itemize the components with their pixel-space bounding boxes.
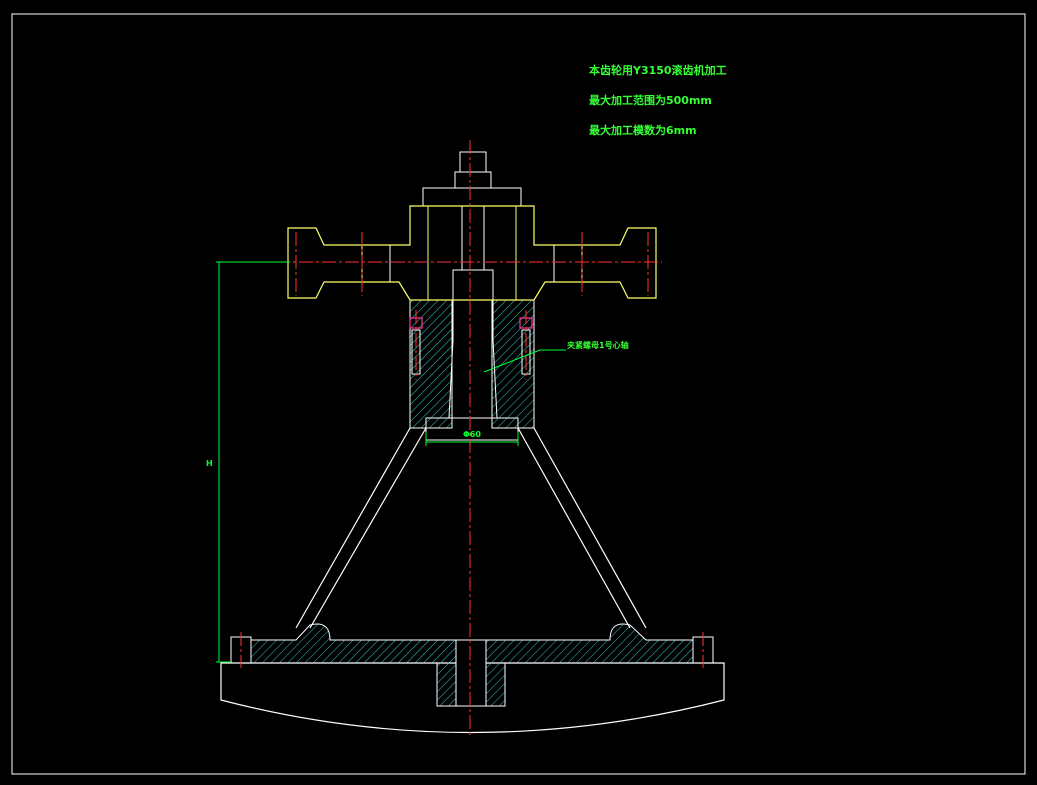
- vertical-dimension-label: H: [206, 459, 213, 468]
- callout-label: 夹紧螺母1号心轴: [567, 340, 629, 350]
- note-max-range: 最大加工范围为500mm: [589, 93, 712, 107]
- hatched-sleeve: [409, 299, 535, 441]
- horizontal-dimension-label: Φ60: [463, 430, 481, 439]
- mandrel: [422, 151, 522, 419]
- vertical-dimension: H: [206, 261, 290, 663]
- fixture-foot: [230, 623, 714, 707]
- note-max-module: 最大加工模数为6mm: [589, 123, 697, 137]
- gear-blank: [287, 205, 657, 301]
- drawing-frame: [11, 13, 1026, 775]
- conical-support: [295, 427, 647, 629]
- center-lines: [240, 140, 704, 735]
- note-machine: 本齿轮用Y3150滚齿机加工: [589, 63, 727, 77]
- base-plate: [220, 662, 725, 734]
- mandrel-callout: 夹紧螺母1号心轴: [483, 340, 629, 373]
- horizontal-dimension: Φ60: [425, 430, 519, 446]
